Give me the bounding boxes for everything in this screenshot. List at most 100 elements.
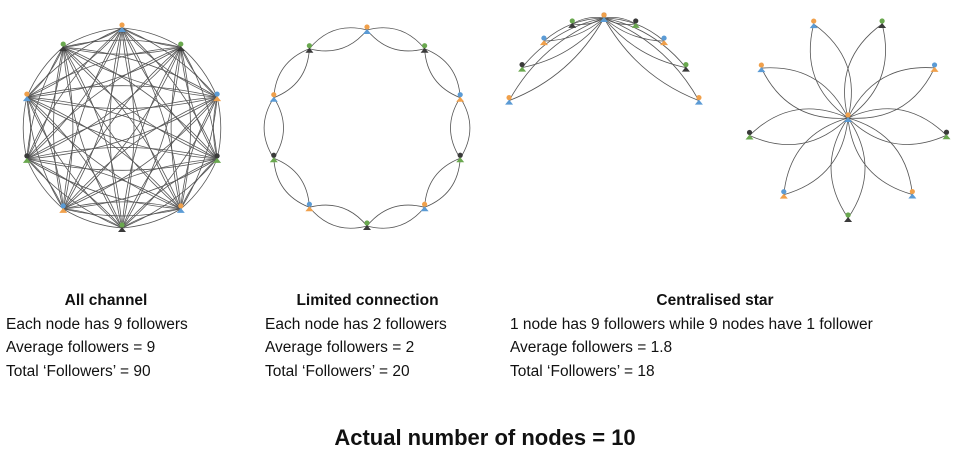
all-channel-edge [62, 46, 218, 98]
all-channel-node [176, 203, 185, 213]
limited-connection-total: Total ‘Followers’ = 20 [265, 362, 410, 380]
star-petal-node [942, 129, 951, 140]
all-channel-edge [26, 96, 218, 160]
all-channel-edge [63, 39, 181, 48]
limited-connection-edge [309, 27, 368, 49]
star-petal-node [745, 129, 754, 140]
all-channel-edge [26, 96, 218, 160]
all-channel-edge [62, 46, 218, 160]
all-channel-edge [26, 147, 218, 160]
limited-connection-node [363, 24, 371, 34]
all-channel-edge [62, 46, 182, 210]
centralised-star-followers: 1 node has 9 followers while 9 nodes hav… [510, 315, 873, 333]
limited-connection-edge [309, 207, 368, 229]
star-petal-node [908, 188, 917, 199]
star-petal-edge [847, 117, 947, 145]
star-petal-node [779, 189, 788, 199]
all-channel-edge [26, 85, 218, 98]
all-channel-node [22, 153, 31, 163]
centralised-star-edge [603, 17, 665, 42]
all-channel-edge [62, 46, 182, 210]
all-channel-edge [26, 27, 123, 160]
all-channel-edge [63, 46, 218, 98]
all-channel-edge [26, 158, 123, 229]
all-channel-edge [26, 96, 181, 210]
network-diagrams [22, 12, 951, 232]
star-petal-hub-node [844, 112, 852, 122]
limited-connection-edge [273, 48, 310, 99]
limited-connection-followers: Each node has 2 followers [265, 315, 447, 333]
all-channel-edge [26, 47, 64, 160]
all-channel-node [213, 153, 222, 163]
all-channel-edge [121, 158, 218, 229]
all-channel-edge [26, 97, 64, 210]
all-channel-node [213, 91, 222, 102]
star-petal-node [930, 62, 939, 72]
all-channel-edge [63, 208, 123, 229]
all-channel-edge [63, 208, 181, 217]
centralised-star-node [694, 95, 703, 105]
limited-connection-edge [424, 48, 461, 98]
limited-connection-node [456, 92, 465, 102]
all-channel-edge [62, 46, 123, 229]
limited-connection-edge [459, 97, 471, 159]
all-channel-edge [121, 27, 218, 160]
all-channel-edge [62, 27, 123, 209]
all-channel-edge [62, 47, 123, 229]
centralised-star-edge [572, 16, 605, 25]
limited-connection-node [269, 152, 278, 163]
limited-connection-edge [450, 97, 461, 159]
star-petal-edge [813, 23, 852, 119]
limited-connection-edge [273, 158, 310, 208]
limited-connection-title: Limited connection [296, 292, 439, 309]
limited-connection-edge [424, 157, 461, 208]
all-channel-edge [180, 158, 218, 210]
centralised-star-node [518, 62, 527, 72]
limited-connection-edge [273, 97, 284, 159]
star-petal-node [878, 18, 887, 28]
star-petal-edge [783, 117, 849, 196]
all-channel-edge [121, 27, 182, 209]
all-channel-edge [180, 46, 218, 98]
centralised-star-node [600, 12, 608, 22]
all-channel-edge [26, 46, 64, 159]
all-channel-edge [63, 201, 181, 210]
star-petal-edge [847, 108, 947, 136]
all-channel-node [118, 222, 126, 232]
star-petal-edge [749, 117, 849, 146]
centralised-star-node [539, 35, 548, 46]
all-channel-edge [26, 46, 181, 160]
all-channel-edge [26, 96, 123, 229]
limited-connection-edge [273, 157, 310, 208]
all-channel-edge [121, 27, 135, 229]
all-channel-edge [121, 27, 181, 48]
limited-connection-edge [366, 27, 425, 49]
centralised-star-edge [521, 17, 605, 68]
centralised-star-node [505, 95, 514, 105]
limited-connection-node [420, 43, 429, 53]
all-channel-edge [26, 27, 123, 98]
all-channel-edge [180, 46, 218, 159]
all-channel-followers: Each node has 9 followers [6, 315, 188, 333]
centralised-star-edge [508, 17, 605, 101]
centralised-star-node [568, 18, 577, 28]
all-channel-edge [121, 158, 218, 229]
all-channel-edge [26, 96, 218, 160]
all-channel-title: All channel [64, 292, 148, 309]
all-channel-node [176, 41, 185, 52]
limited-connection-edge [273, 48, 310, 98]
all-channel-average: Average followers = 9 [6, 339, 156, 356]
limited-connection-edge [309, 204, 368, 227]
star-petal-edge [847, 23, 886, 119]
all-channel-edge [53, 47, 64, 209]
centralised-star-edge [603, 17, 687, 68]
all-channel-edge [63, 46, 218, 160]
all-channel-edge [121, 27, 218, 98]
centralised-star-title: Centralised star [656, 292, 774, 309]
star-petal-edge [809, 24, 849, 119]
all-channel-edge [63, 46, 181, 55]
all-channel-edge [62, 46, 182, 210]
centralised-star-edge [603, 17, 686, 68]
centralised-star-node [631, 18, 640, 28]
star-petal-edge [844, 23, 883, 119]
